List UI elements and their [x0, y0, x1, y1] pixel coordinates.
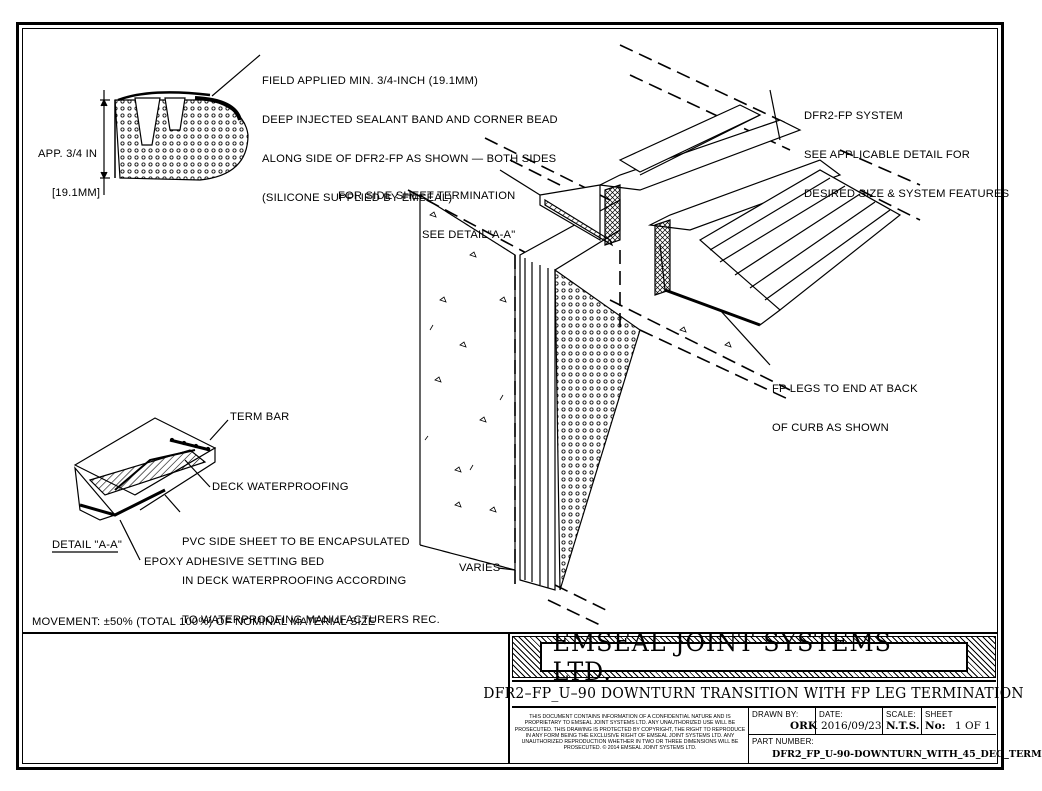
note-app-dimension: APP. 3/4 IN [19.1mm] — [38, 122, 100, 213]
detail-a-a — [52, 417, 229, 561]
title-info-col-divider — [882, 708, 883, 734]
note-line: TO WATERPROOFING MANUFACTURERS REC. — [182, 614, 440, 626]
title-block-vertical-divider — [508, 632, 510, 764]
note-varies: VARIES — [459, 562, 501, 574]
note-movement: MOVEMENT: ±50% (TOTAL 100%) OF NOMINAL M… — [32, 616, 376, 628]
note-line: SEE DETAIL"A-A" — [421, 229, 516, 241]
note-line: FP LEGS TO END AT BACK — [772, 383, 918, 395]
note-line: SEE APPLICABLE DETAIL FOR — [804, 149, 971, 161]
note-line: DESIRED SIZE & SYSTEM FEATURES — [804, 188, 1010, 200]
drawing-title-box: DFR2–FP_U–90 DOWNTURN TRANSITION WITH FP… — [484, 680, 1024, 708]
title-info-row-divider — [748, 734, 996, 735]
date-label: DATE: — [819, 710, 843, 719]
note-side-sheet-termination: FOR SIDE SHEET TERMINATION SEE DETAIL"A-… — [338, 164, 515, 255]
part-number-label: PART NUMBER: — [752, 737, 814, 746]
note-line: DFR2-FP SYSTEM — [804, 110, 903, 122]
note-line: OF CURB AS SHOWN — [772, 422, 889, 434]
note-field-applied-sealant: FIELD APPLIED MIN. 3/4-INCH (19.1mm) DEE… — [262, 49, 558, 218]
note-line: DEEP INJECTED SEALANT BAND AND CORNER BE… — [262, 114, 558, 126]
date-value: 2016/09/23 — [821, 720, 882, 732]
drawn-by-value: ORK — [790, 720, 817, 732]
sheet-label: SHEET — [925, 710, 953, 719]
note-dfr2-system: DFR2-FP SYSTEM SEE APPLICABLE DETAIL FOR… — [804, 84, 1009, 214]
drawn-by-label: DRAWN BY: — [752, 710, 799, 719]
note-fp-legs: FP LEGS TO END AT BACK OF CURB AS SHOWN — [772, 357, 918, 448]
title-info-col-divider — [815, 708, 816, 734]
title-info-grid — [748, 708, 996, 764]
legal-notice: THIS DOCUMENT CONTAINS INFORMATION OF A … — [514, 714, 746, 752]
title-block-divider — [22, 632, 998, 634]
note-line: APP. 3/4 IN — [38, 148, 98, 160]
note-term-bar: TERM BAR — [230, 411, 290, 423]
note-epoxy-setting-bed: EPOXY ADHESIVE SETTING BED — [144, 556, 325, 568]
note-deck-waterproofing: DECK WATERPROOFING — [212, 481, 349, 493]
title-info-col-divider — [921, 708, 922, 734]
sealant-detail — [100, 54, 261, 195]
scale-label: SCALE: — [886, 710, 916, 719]
drawing-border-inner — [22, 28, 998, 764]
note-line: ALONG SIDE OF DFR2-FP AS SHOWN — BOTH SI… — [262, 153, 557, 165]
company-name-box: EMSEAL JOINT SYSTEMS LTD. — [540, 628, 968, 686]
note-line: FOR SIDE SHEET TERMINATION — [338, 190, 516, 202]
note-line: FIELD APPLIED MIN. 3/4-INCH (19.1mm) — [262, 75, 479, 87]
sheet-value: 1 OF 1 — [955, 720, 991, 732]
company-name: EMSEAL JOINT SYSTEMS LTD. — [552, 628, 892, 686]
drawing-border-outer — [16, 22, 1004, 770]
note-pvc-side-sheet: PVC SIDE SHEET TO BE ENCAPSULATED IN DEC… — [182, 510, 440, 640]
scale-value: N.T.S. — [886, 720, 920, 732]
note-line: (SILICONE SUPPLIED BY EMSEAL) — [262, 192, 453, 204]
note-line: IN DECK WATERPROOFING ACCORDING — [182, 575, 407, 587]
sheet-no-label: No: — [925, 720, 946, 732]
note-line: [19.1mm] — [52, 187, 101, 199]
detail-a-a-label: DETAIL "A-A" — [52, 539, 123, 551]
note-line: PVC SIDE SHEET TO BE ENCAPSULATED — [182, 536, 410, 548]
drawing-title: DFR2–FP_U–90 DOWNTURN TRANSITION WITH FP… — [483, 686, 1025, 702]
part-number-value: DFR2_FP_U-90-DOWNTURN_WITH_45_DEG_TERM — [772, 749, 1042, 760]
main-isometric — [407, 44, 921, 626]
